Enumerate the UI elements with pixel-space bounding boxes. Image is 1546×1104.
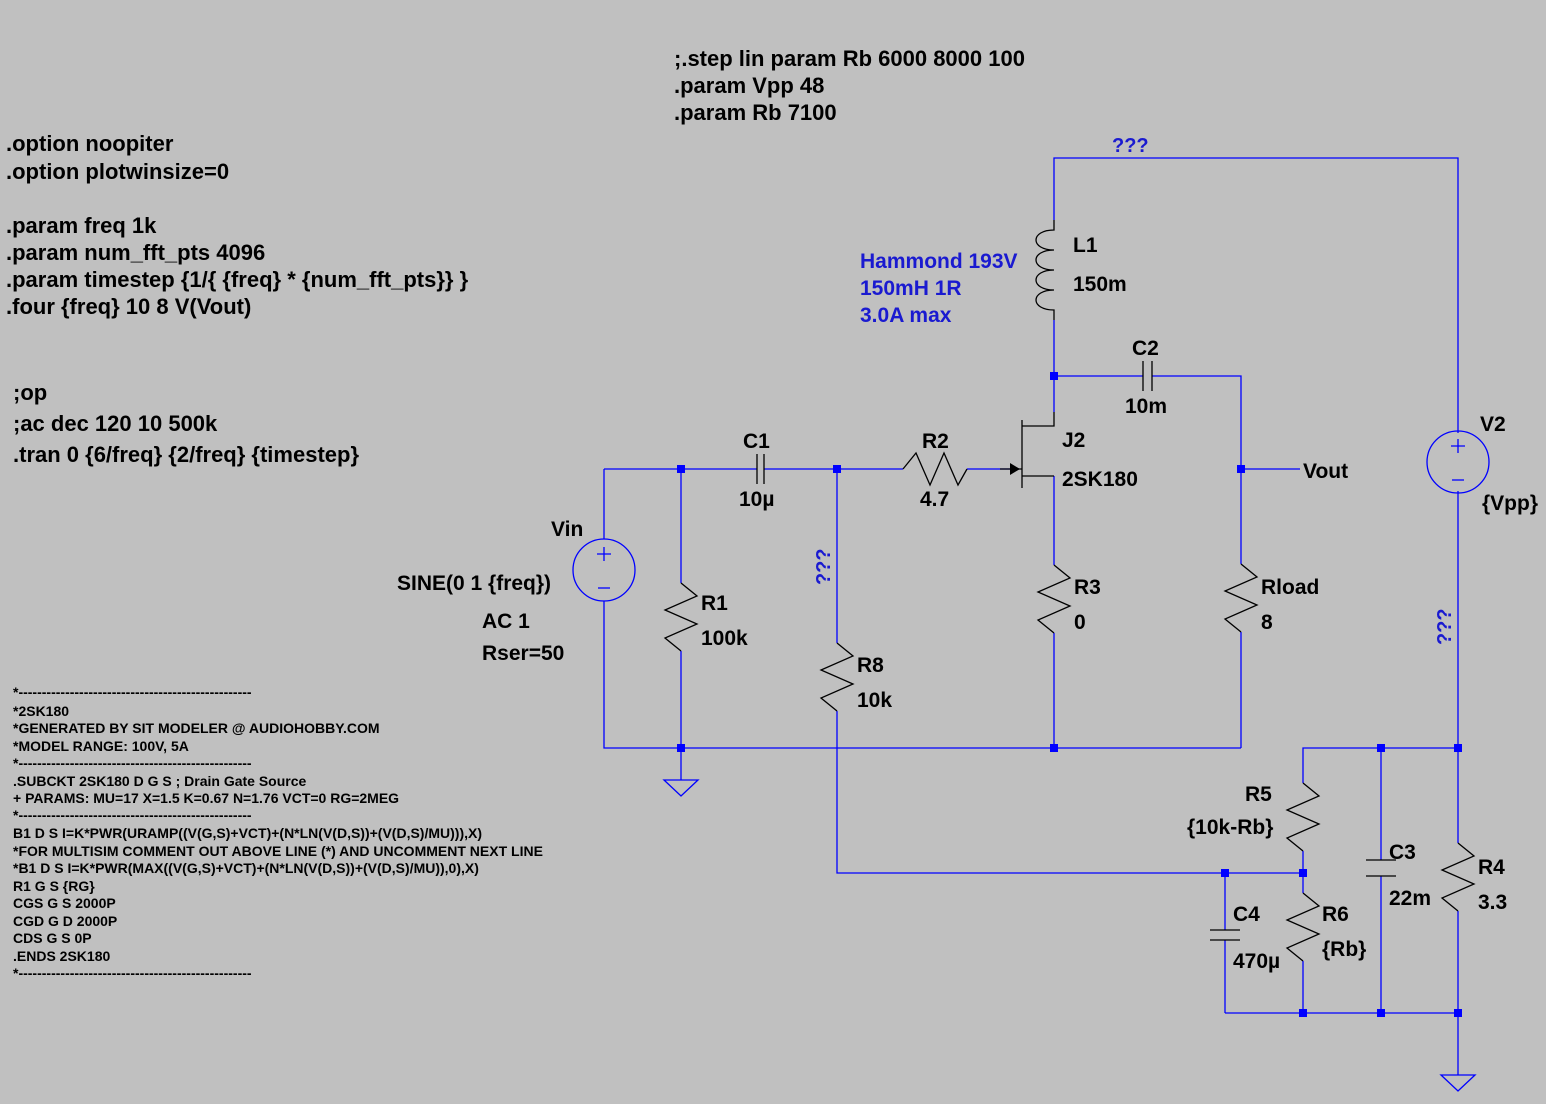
c3-capacitor-symbol[interactable] xyxy=(1366,859,1396,877)
r2-value: 4.7 xyxy=(920,488,949,511)
v2-source-symbol[interactable] xyxy=(1426,430,1490,494)
r5-value: {10k-Rb} xyxy=(1187,816,1273,839)
c2-label: C2 xyxy=(1132,337,1159,360)
wires xyxy=(603,157,1459,1075)
c4-capacitor-symbol[interactable] xyxy=(1210,929,1240,941)
component-labels: Vin SINE(0 1 {freq}) AC 1 Rser=50 C1 10µ… xyxy=(397,234,1538,973)
c2-capacitor-symbol[interactable] xyxy=(1142,361,1153,391)
l1-label: L1 xyxy=(1073,234,1098,257)
schematic-comments: Hammond 193V 150mH 1R 3.0A max ??? ??? ?… xyxy=(813,135,1456,645)
r1-value: 100k xyxy=(701,627,748,650)
subckt-line: CGS G S 2000P xyxy=(13,895,116,911)
subckt-line: *FOR MULTISIM COMMENT OUT ABOVE LINE (*)… xyxy=(13,843,543,859)
r4-question-comment: ??? xyxy=(1434,608,1456,645)
subckt-line: CGD G D 2000P xyxy=(13,913,117,929)
directive-line: .param Vpp 48 xyxy=(674,73,824,98)
r3-label: R3 xyxy=(1074,576,1101,599)
r6-resistor-symbol[interactable] xyxy=(1285,892,1321,962)
hammond-comment-line: 3.0A max xyxy=(860,304,952,327)
c1-label: C1 xyxy=(743,430,770,453)
subckt-line: *---------------------------------------… xyxy=(13,684,252,700)
c3-value: 22m xyxy=(1389,887,1431,910)
subckt-line: CDS G S 0P xyxy=(13,930,92,946)
r6-label: R6 xyxy=(1322,903,1349,926)
vin-ac-value: AC 1 xyxy=(482,610,530,633)
r8-value: 10k xyxy=(857,689,892,712)
j2-value: 2SK180 xyxy=(1062,468,1138,491)
j2-jfet-symbol[interactable] xyxy=(1000,412,1055,488)
l1-inductor-symbol[interactable] xyxy=(1035,220,1055,320)
directives-top: ;.step lin param Rb 6000 8000 100 .param… xyxy=(674,46,1025,125)
subckt-line: *---------------------------------------… xyxy=(13,755,252,771)
subckt-line: B1 D S I=K*PWR(URAMP((V(G,S)+VCT)+(N*LN(… xyxy=(13,825,482,841)
c1-value: 10µ xyxy=(739,488,774,511)
analysis-line: .tran 0 {6/freq} {2/freq} {timestep} xyxy=(13,442,359,467)
ground-symbol-left xyxy=(662,779,700,797)
c4-value: 470µ xyxy=(1233,950,1280,973)
vin-rser-value: Rser=50 xyxy=(482,642,564,665)
rload-resistor-symbol[interactable] xyxy=(1223,563,1259,633)
directive-line: ;.step lin param Rb 6000 8000 100 xyxy=(674,46,1025,71)
hammond-comment-line: 150mH 1R xyxy=(860,277,962,300)
v2-value: {Vpp} xyxy=(1482,492,1538,515)
c1-capacitor-symbol[interactable] xyxy=(756,454,765,484)
subckt-line: .SUBCKT 2SK180 D G S ; Drain Gate Source xyxy=(13,773,307,789)
subckt-line: .ENDS 2SK180 xyxy=(13,948,110,964)
analysis-line: ;op xyxy=(13,380,47,405)
subckt-line: *B1 D S I=K*PWR(MAX((V(G,S)+VCT)+(N*LN(V… xyxy=(13,860,479,876)
directives-left: .option noopiter .option plotwinsize=0 .… xyxy=(6,131,469,319)
j2-label: J2 xyxy=(1062,429,1085,452)
c4-label: C4 xyxy=(1233,903,1260,926)
directive-line: .option plotwinsize=0 xyxy=(6,159,229,184)
subckt-line: *2SK180 xyxy=(13,703,69,719)
r8-label: R8 xyxy=(857,654,884,677)
r5-resistor-symbol[interactable] xyxy=(1285,782,1321,852)
junctions xyxy=(677,372,1462,1017)
r8-resistor-symbol[interactable] xyxy=(819,642,855,712)
directive-line: .param timestep {1/{ {freq} * {num_fft_p… xyxy=(6,267,469,292)
subckt-line: *MODEL RANGE: 100V, 5A xyxy=(13,738,189,754)
subckt-line: *---------------------------------------… xyxy=(13,965,252,981)
r4-label: R4 xyxy=(1478,856,1505,879)
r3-resistor-symbol[interactable] xyxy=(1036,564,1072,634)
rload-value: 8 xyxy=(1261,611,1273,634)
subckt-line: *GENERATED BY SIT MODELER @ AUDIOHOBBY.C… xyxy=(13,720,380,736)
vin-label: Vin xyxy=(551,518,583,541)
subckt-line: + PARAMS: MU=17 X=1.5 K=0.67 N=1.76 VCT=… xyxy=(13,790,399,806)
directive-line: .four {freq} 10 8 V(Vout) xyxy=(6,294,251,319)
l1-value: 150m xyxy=(1073,273,1127,296)
vin-value: SINE(0 1 {freq}) xyxy=(397,572,551,595)
subckt-line: R1 G S {RG} xyxy=(13,878,95,894)
analysis-line: ;ac dec 120 10 500k xyxy=(13,411,218,436)
r3-value: 0 xyxy=(1074,611,1086,634)
r2-resistor-symbol[interactable] xyxy=(902,451,968,487)
subckt-line: *---------------------------------------… xyxy=(13,807,252,823)
directive-line: .param Rb 7100 xyxy=(674,100,837,125)
top-rail-question-comment: ??? xyxy=(1112,135,1149,157)
c3-label: C3 xyxy=(1389,841,1416,864)
vin-source-symbol[interactable] xyxy=(572,538,636,602)
r6-value: {Rb} xyxy=(1322,938,1366,961)
subckt-model-block: *---------------------------------------… xyxy=(13,684,543,981)
directive-line: .param freq 1k xyxy=(6,213,157,238)
analysis-directives: ;op ;ac dec 120 10 500k .tran 0 {6/freq}… xyxy=(13,380,359,467)
r1-resistor-symbol[interactable] xyxy=(663,582,699,652)
v2-label: V2 xyxy=(1480,413,1506,436)
r8-question-comment: ??? xyxy=(813,548,835,585)
r2-label: R2 xyxy=(922,430,949,453)
r4-resistor-symbol[interactable] xyxy=(1440,842,1476,912)
directive-line: .option noopiter xyxy=(6,131,174,156)
r4-value: 3.3 xyxy=(1478,891,1507,914)
hammond-comment-line: Hammond 193V xyxy=(860,250,1018,273)
directive-line: .param num_fft_pts 4096 xyxy=(6,240,265,265)
c2-value: 10m xyxy=(1125,395,1167,418)
ground-symbol-right xyxy=(1439,1074,1477,1092)
rload-label: Rload xyxy=(1261,576,1319,599)
r1-label: R1 xyxy=(701,592,728,615)
r5-label: R5 xyxy=(1245,783,1272,806)
vout-net-label: Vout xyxy=(1303,460,1348,483)
